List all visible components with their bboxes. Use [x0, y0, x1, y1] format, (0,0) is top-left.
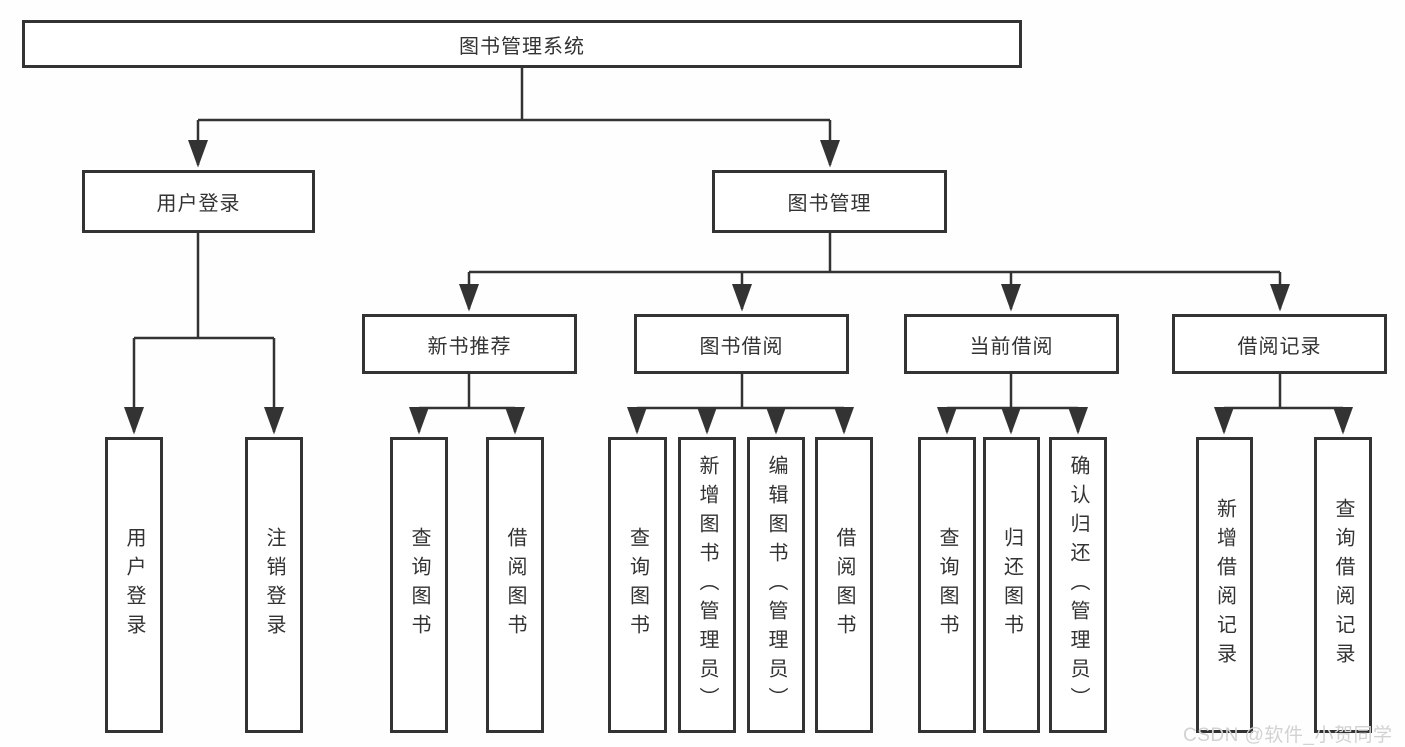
node-return-books: 归还图书 [983, 437, 1040, 733]
node-confirm-return-admin: 确认归还（管理员） [1049, 437, 1107, 733]
node-query-borrow-record-label: 查询借阅记录 [1332, 498, 1354, 672]
connector-new-book-recommend-to-children [409, 374, 525, 435]
node-add-borrow-record: 新增借阅记录 [1196, 437, 1253, 733]
node-library-system-label: 图书管理系统 [459, 35, 585, 58]
connector-user-login-to-children [124, 233, 284, 435]
node-recommend-query-books: 查询图书 [390, 437, 448, 733]
node-library-system: 图书管理系统 [22, 20, 1022, 68]
node-book-management: 图书管理 [712, 170, 947, 233]
node-current-query-books-label: 查询图书 [936, 527, 958, 643]
node-user-login-label: 用户登录 [156, 193, 241, 215]
node-edit-books-admin: 编辑图书（管理员） [747, 437, 805, 733]
node-recommend-borrow-books: 借阅图书 [486, 437, 544, 733]
connector-book-management-to-level3 [459, 233, 1290, 312]
node-current-borrow: 当前借阅 [904, 314, 1119, 374]
connector-book-borrow-to-children [627, 374, 854, 435]
node-confirm-return-admin-label: 确认归还（管理员） [1067, 454, 1089, 716]
node-add-books-admin-label: 新增图书（管理员） [696, 454, 718, 716]
node-user-login-action: 用户登录 [105, 437, 163, 733]
node-current-borrow-label: 当前借阅 [969, 335, 1054, 358]
node-book-borrow-label: 图书借阅 [699, 335, 784, 358]
node-borrow-records: 借阅记录 [1172, 314, 1387, 374]
node-query-borrow-record: 查询借阅记录 [1314, 437, 1372, 733]
node-new-book-recommend: 新书推荐 [362, 314, 577, 374]
node-recommend-query-books-label: 查询图书 [408, 527, 430, 643]
node-logout-action: 注销登录 [245, 437, 303, 733]
node-borrow-borrow-books: 借阅图书 [815, 437, 873, 733]
node-user-login: 用户登录 [82, 170, 315, 233]
csdn-watermark: CSDN @软件_小贺同学 [1183, 725, 1393, 746]
connector-current-borrow-to-children [937, 374, 1088, 435]
node-borrow-query-books: 查询图书 [608, 437, 667, 733]
node-borrow-records-label: 借阅记录 [1237, 335, 1322, 358]
node-user-login-action-label: 用户登录 [123, 527, 145, 643]
node-add-books-admin: 新增图书（管理员） [678, 437, 736, 733]
node-book-borrow: 图书借阅 [634, 314, 849, 374]
node-book-management-label: 图书管理 [787, 193, 872, 215]
node-add-borrow-record-label: 新增借阅记录 [1213, 498, 1236, 672]
node-logout-action-label: 注销登录 [263, 527, 285, 643]
node-edit-books-admin-label: 编辑图书（管理员） [765, 454, 787, 716]
node-return-books-label: 归还图书 [1000, 527, 1023, 643]
node-current-query-books: 查询图书 [918, 437, 976, 733]
node-borrow-borrow-books-label: 借阅图书 [833, 527, 855, 643]
connector-root-to-level2 [188, 68, 840, 168]
connector-borrow-records-to-children [1214, 374, 1353, 435]
node-new-book-recommend-label: 新书推荐 [427, 335, 512, 358]
node-recommend-borrow-books-label: 借阅图书 [504, 527, 526, 643]
node-borrow-query-books-label: 查询图书 [626, 527, 649, 643]
